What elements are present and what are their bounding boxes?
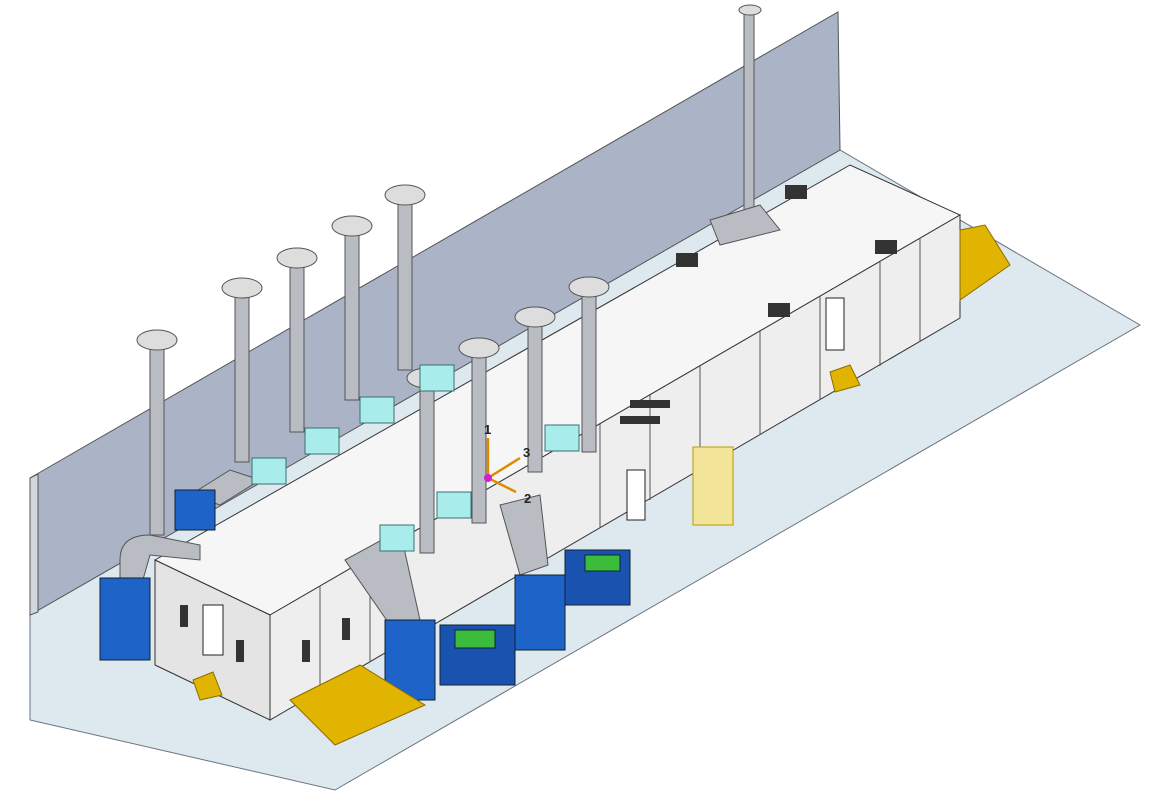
booth-window [236, 640, 244, 662]
coordinate-triad [486, 438, 521, 494]
filter-units [99, 489, 631, 701]
fan-units [251, 364, 580, 552]
exit-ramp [959, 224, 1011, 301]
booth-door[interactable] [626, 469, 646, 521]
control-panel[interactable] [692, 446, 734, 526]
stack-cap [738, 4, 762, 16]
roof-units [620, 185, 897, 424]
triad-origin [484, 474, 492, 482]
triad-label-2: 2 [524, 491, 531, 506]
booth-door[interactable] [825, 297, 845, 351]
wall-side [29, 473, 39, 616]
booth-window [302, 640, 310, 662]
exhaust-stack [743, 11, 755, 213]
booth-window [180, 605, 188, 627]
booth-door[interactable] [202, 604, 224, 656]
step [829, 364, 861, 393]
triad-label-3: 3 [523, 445, 530, 460]
booth-window [342, 618, 350, 640]
step [192, 671, 223, 701]
entry-ramp [289, 664, 427, 746]
triad-label-1: 1 [484, 422, 491, 437]
